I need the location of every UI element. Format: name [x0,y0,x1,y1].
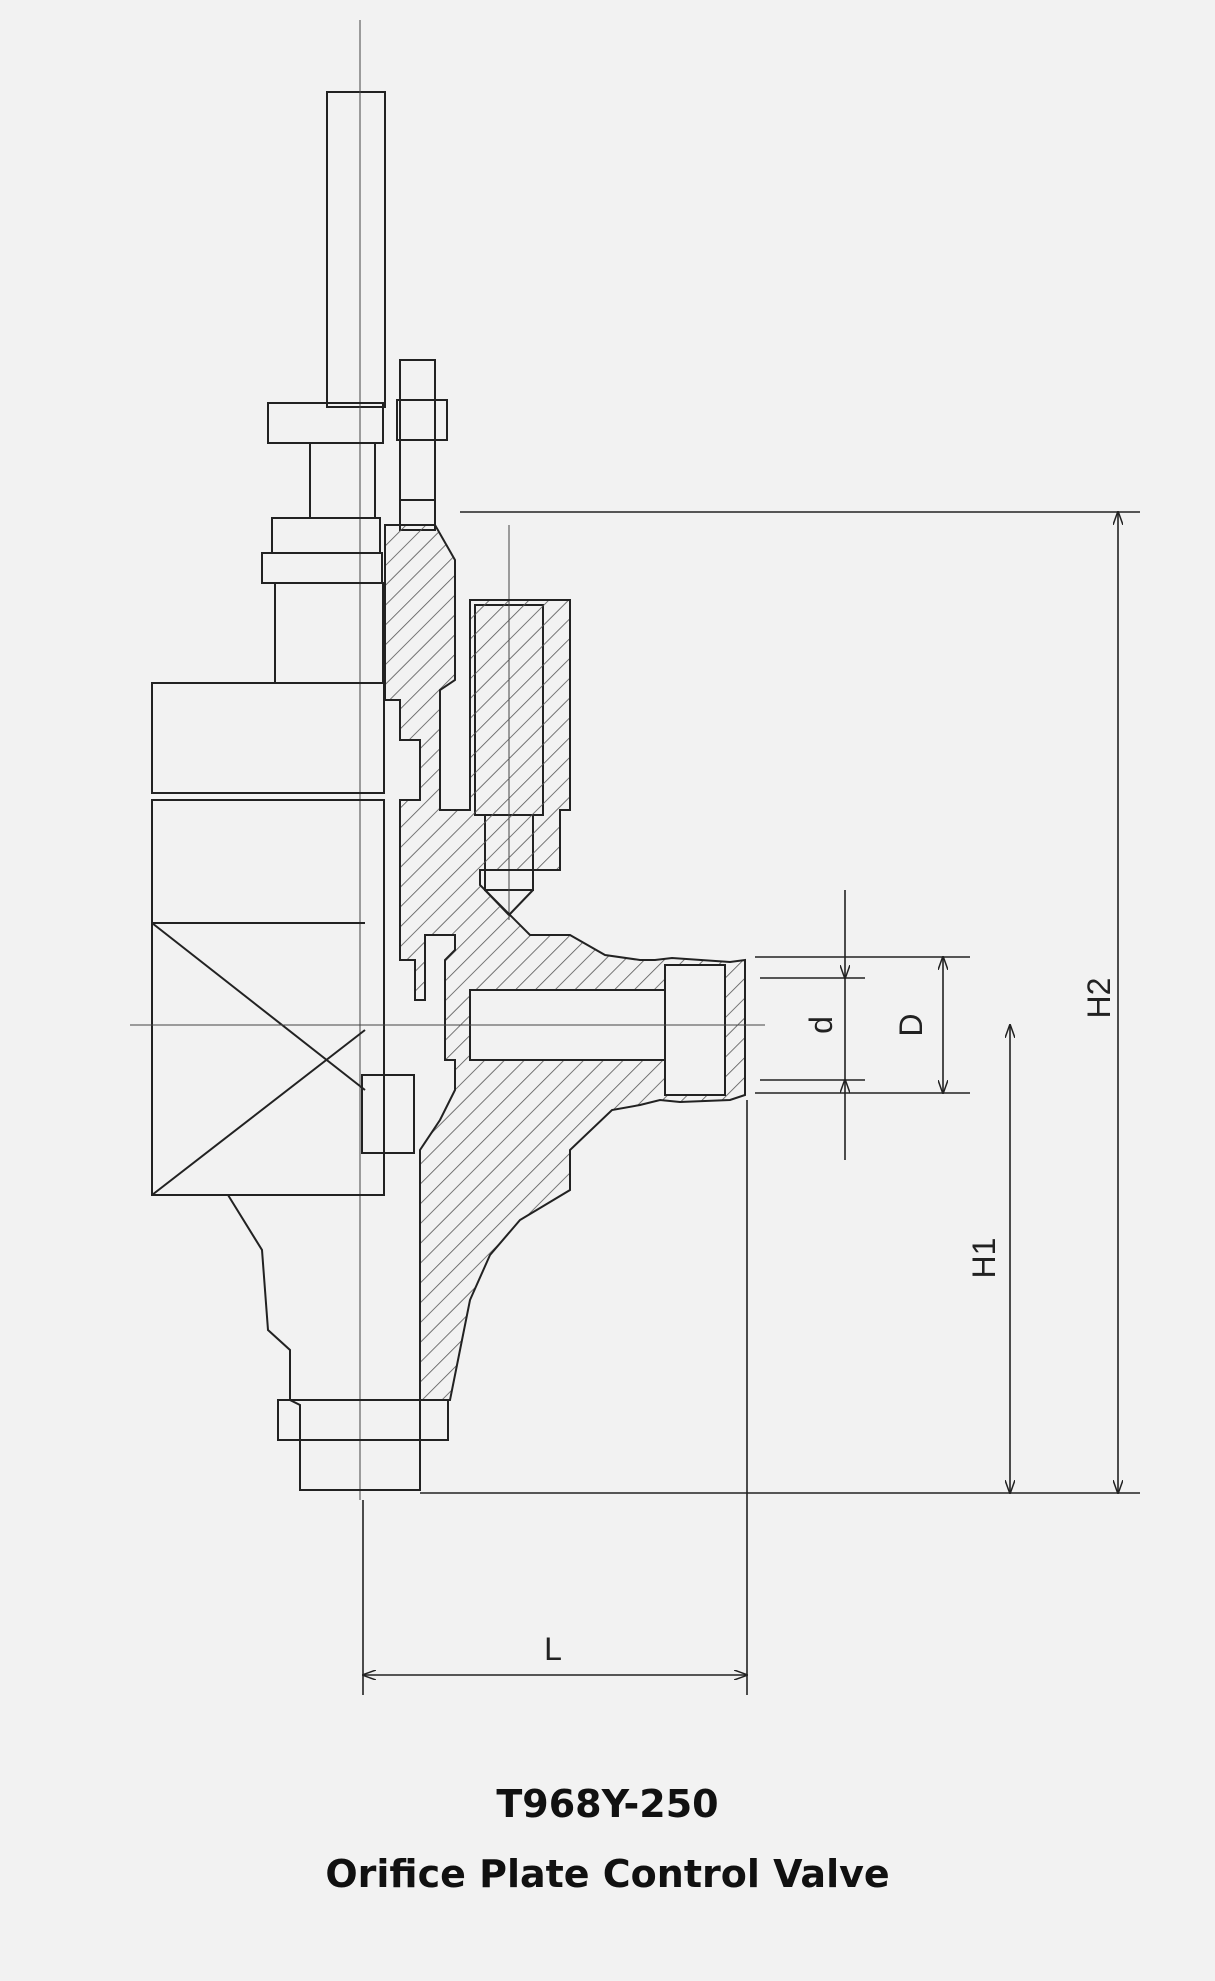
stem-collar [267,402,384,444]
lower-collar [277,1399,449,1441]
valve-stem [326,91,386,408]
valve-name: Orifice Plate Control Valve [325,1852,890,1896]
dimension-label-small-d: d [803,1016,839,1034]
dimension-label-h2: H2 [1081,978,1117,1019]
model-number: T968Y-250 [496,1782,719,1826]
actuator-housing [151,682,385,794]
body-housing [151,799,385,1196]
dimension-label-l: L [544,1631,562,1667]
top-bolt [399,359,436,501]
dimension-label-big-d: D [893,1013,929,1036]
packing-stack [361,1074,415,1154]
upper-yoke-ring [271,517,381,554]
hatched-body-section [384,524,746,1401]
dimension-lines [363,512,1140,1695]
dimension-label-h1: H1 [966,1238,1002,1279]
